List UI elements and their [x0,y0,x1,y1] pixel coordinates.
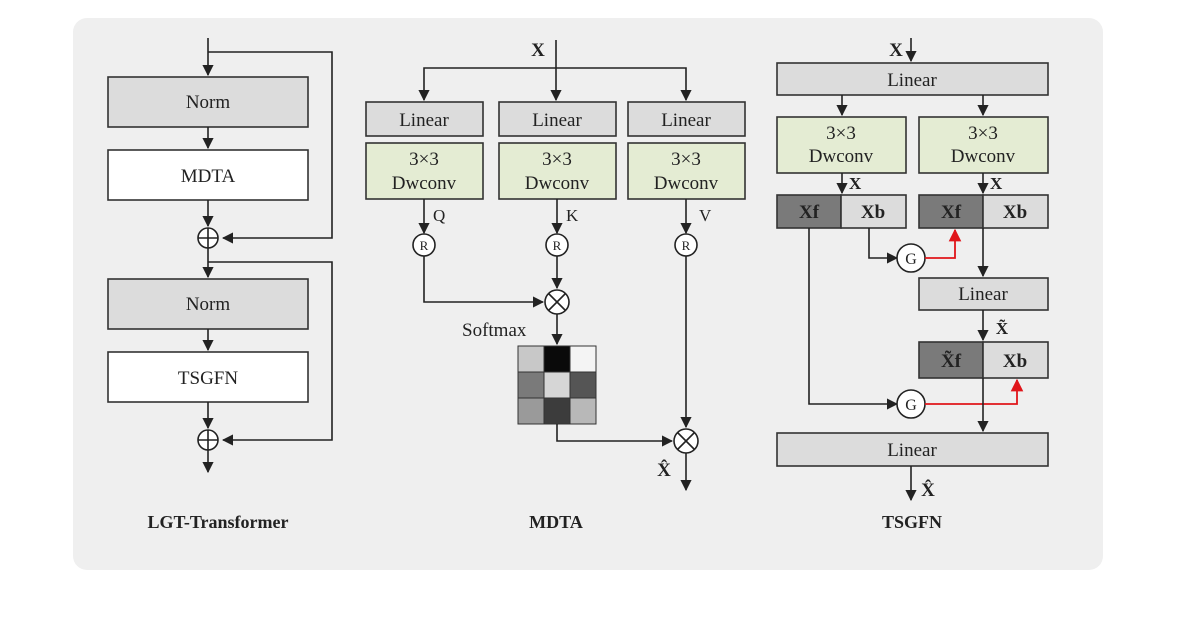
dwconv-k-line2: Dwconv [525,173,590,194]
add-operator-1 [197,227,219,249]
gate-label-1: G [905,251,917,268]
xb-box-left [840,194,907,229]
tsgfn-block: X Linear 3×3 Dwconv 3×3 Dwconv X X Xf Xb… [776,38,1049,532]
dwconv-q-line1: 3×3 [409,149,439,170]
gate-label-2: G [905,397,917,414]
norm-box-1 [107,76,309,128]
xb-label-right: Xb [1003,202,1027,223]
lgt-transformer-block: Norm MDTA Norm TSGFN LGT-Transformer [107,38,333,532]
linear-bottom-box [776,432,1049,467]
mdta-output-label: X̂ [657,460,671,481]
xf-label-right: Xf [941,202,962,223]
reshape-v-label: R [682,238,691,253]
dwconv-right-box [918,116,1049,174]
mdta-block: X Linear Linear Linear 3×3 Dwconv 3×3 Dw… [365,40,746,532]
linear-q-label: Linear [399,110,449,131]
x-tilde-label: X̃ [996,318,1009,338]
linear-bottom-label: Linear [887,440,937,461]
tsgfn-box-label: TSGFN [178,368,238,389]
q-label: Q [433,206,445,225]
v-label: V [699,206,712,225]
gate-arrow-2 [925,378,1024,405]
linear-q-box [365,101,484,137]
reshape-q-label: R [420,238,429,253]
dwconv-q-line2: Dwconv [392,173,457,194]
norm-label-1: Norm [186,92,231,113]
linear-top-box [776,62,1049,96]
x-label-right: X [990,174,1003,193]
dwconv-v-line1: 3×3 [671,149,701,170]
reshape-k-label: R [553,238,562,253]
k-label: K [566,206,579,225]
dwconv-q-box [365,142,484,200]
dwconv-k-line1: 3×3 [542,149,572,170]
linear-v-label: Linear [661,110,711,131]
tsgfn-caption: TSGFN [882,512,942,532]
xf-box-right [918,194,984,229]
norm-label-2: Norm [186,294,231,315]
softmax-label: Softmax [462,320,527,341]
xb-label-bottom: Xb [1003,351,1027,372]
gate-arrow-1 [925,228,962,259]
mdta-caption: MDTA [529,512,583,532]
dwconv-left-box [776,116,907,174]
matmul-operator-2 [673,428,699,454]
tsgfn-output-label: X̂ [921,480,935,501]
lgt-caption: LGT-Transformer [148,512,289,532]
linear-v-box [627,101,746,137]
xf-tilde-label: X̃f [941,351,962,372]
dwconv-left-line2: Dwconv [809,146,874,167]
dwconv-left-line1: 3×3 [826,123,856,144]
mdta-box-label: MDTA [181,166,236,187]
attention-map [517,345,597,425]
dwconv-v-line2: Dwconv [654,173,719,194]
xb-box-bottom [982,341,1049,379]
x-label-left: X [849,174,862,193]
dwconv-right-line1: 3×3 [968,123,998,144]
dwconv-right-line2: Dwconv [951,146,1016,167]
linear-mid-label: Linear [958,284,1008,305]
mdta-input-label: X [531,40,545,61]
linear-top-label: Linear [887,70,937,91]
linear-k-box [498,101,617,137]
linear-k-label: Linear [532,110,582,131]
matmul-operator-1 [544,289,570,315]
add-operator-2 [197,429,219,451]
xb-box-right [982,194,1049,229]
xb-label-left: Xb [861,202,885,223]
xf-label-left: Xf [799,202,820,223]
tsgfn-input-label: X [889,40,903,61]
